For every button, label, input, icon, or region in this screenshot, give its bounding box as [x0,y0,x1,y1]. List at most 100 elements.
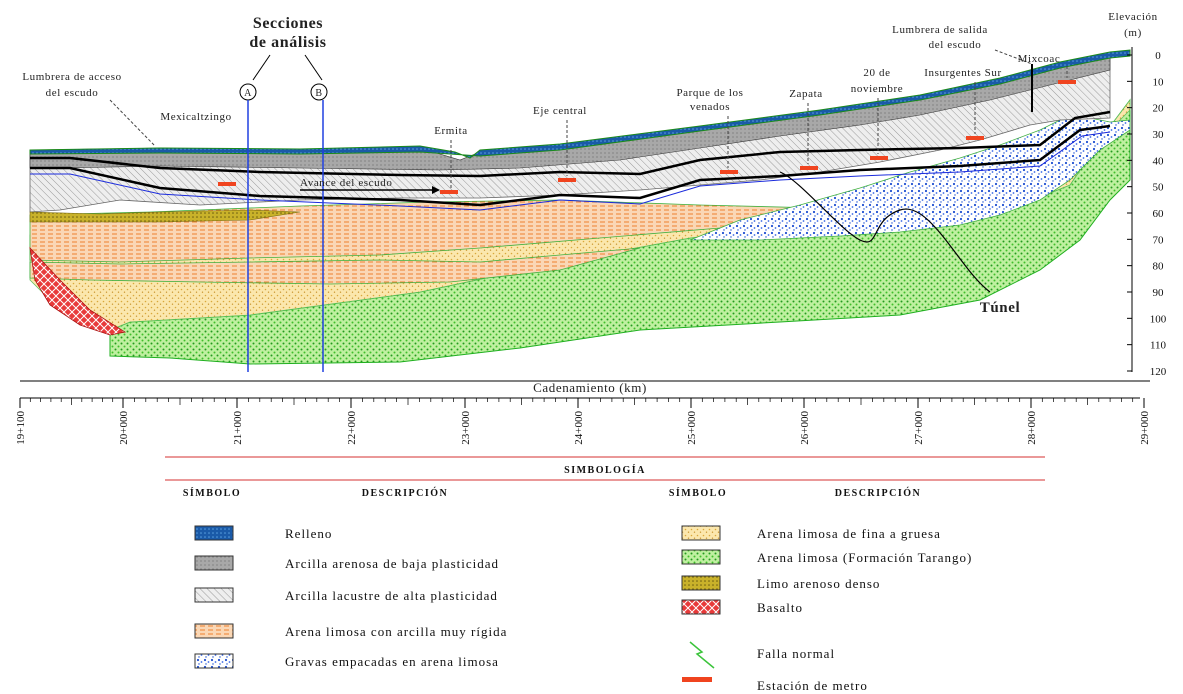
geologic-strata [20,49,1150,382]
station-mexicaltzingo [218,182,236,186]
elevation-tick-label: 20 [1153,103,1165,115]
legend-label-arcilla-lacustre: Arcilla lacustre de alta plasticidad [285,588,498,603]
station-eje-central [558,178,576,182]
label-ermita: Ermita [434,125,468,137]
label-lumbrera-acceso-1: Lumbrera de acceso [22,71,121,83]
station-insurgentes [966,136,984,140]
chainage-tick-label: 25+000 [686,411,698,445]
elevation-axis: Elevación (m) 01020304050607080901001101… [1108,11,1166,378]
elevation-tick-label: 90 [1153,287,1165,299]
label-20-noviembre-1: 20 de [863,67,890,79]
label-insurgentes: Insurgentes Sur [924,67,1002,79]
legend-label-tarango: Arena limosa (Formación Tarango) [757,550,972,565]
chainage-tick-label: 19+100 [15,411,27,445]
section-a-label: A [244,88,252,99]
tunnel-crown [30,110,1111,178]
legend-label-falla-normal: Falla normal [757,646,835,661]
chainage-tick-label: 22+000 [346,411,358,445]
stratum-gravel [689,117,1131,241]
elevation-tick-label: 120 [1150,366,1167,378]
label-tunel: Túnel [980,300,1021,316]
avance-arrowhead [432,186,440,194]
label-mixcoac: Mixcoac [1018,53,1061,65]
section-b-marker [310,83,328,101]
swatch-relleno [194,525,234,541]
chainage-tick-label: 29+000 [1139,411,1151,445]
stratum-basalt [29,246,127,336]
legend-title: SIMBOLOGÍA [564,464,646,476]
station-zapata [800,166,818,170]
chainage-title: Cadenamiento (km) [533,380,647,395]
chainage-tick-label: 28+000 [1026,411,1038,445]
label-parque-2: venados [690,101,730,113]
elevation-tick-label: 70 [1153,234,1165,246]
swatch-arena-arcilla-rigida [194,623,234,639]
swatch-arena-fina-gruesa [681,525,721,541]
chainage-tick-label: 23+000 [460,411,472,445]
metro-stations [218,80,1076,194]
legend-col-symbol-left: SÍMBOLO [183,487,241,499]
station-mixcoac [1058,80,1076,84]
elevation-tick-label: 60 [1153,208,1165,220]
chainage-tick-label: 24+000 [573,411,585,445]
label-avance: Avance del escudo [300,177,392,189]
label-lumbrera-salida-1: Lumbrera de salida [892,24,988,36]
station-ermita [440,190,458,194]
swatch-arcilla-lacustre [194,587,234,603]
tunnel-invert [30,124,1111,207]
chainage-tick-label: 21+000 [232,411,244,445]
label-eje-central: Eje central [533,105,587,117]
legend-label-limo-arenoso: Limo arenoso denso [757,576,880,591]
swatch-gravas [194,653,234,669]
legend-col-desc-left: DESCRIPCIÓN [362,487,449,499]
elevation-tick-label: 80 [1153,261,1165,273]
station-20-noviembre [870,156,888,160]
chainage-ticks: 19+100 20+000 21+000 22+000 23+000 24+000 25+0… [15,398,1151,445]
label-20-noviembre-2: noviembre [851,83,903,95]
elevation-tick-label: 30 [1153,129,1165,141]
chainage-tick-label: 27+000 [913,411,925,445]
legend-label-gravas: Gravas empacadas en arena limosa [285,654,499,669]
label-mexicaltzingo: Mexicaltzingo [160,111,231,123]
leader-tunel [779,171,991,293]
legend-label-arena-arcilla-rigida: Arena limosa con arcilla muy rígida [285,624,507,639]
legend-label-basalto: Basalto [757,600,803,615]
analysis-sections: Secciones de análisis A B [239,15,328,372]
section-b-arrow [304,54,323,81]
leader-lumbrera-acceso [109,99,156,147]
chainage-tick-label: 20+000 [118,411,130,445]
chainage-axis: Cadenamiento (km) 19+100 20+000 21+000 22+0… [15,380,1151,445]
label-zapata: Zapata [789,88,823,100]
swatch-tarango [681,549,721,565]
section-b-label: B [315,88,322,99]
leader-lumbrera-salida [994,49,1033,65]
legend-label-relleno: Relleno [285,526,332,541]
station-parque [720,170,738,174]
swatch-basalto [681,599,721,615]
swatch-estacion-metro [682,677,712,682]
profile-labels: Lumbrera de acceso del escudo Mexicaltzi… [22,24,1068,316]
elevation-tick-label: 10 [1153,76,1165,88]
stratum-fill [29,49,1131,159]
section-a-arrow [252,54,271,81]
sections-title-2: de análisis [249,34,326,51]
chainage-tick-label: 26+000 [799,411,811,445]
stratum-dense-silt [29,209,301,223]
stratum-rigid-sandy-clay-lower [29,247,641,285]
legend-col-desc-right: DESCRIPCIÓN [835,487,922,499]
label-lumbrera-salida-2: del escudo [929,39,982,51]
elevation-tick-label: 110 [1150,340,1167,352]
swatch-falla-normal [689,641,715,669]
elevation-title-1: Elevación [1108,11,1157,23]
legend-col-symbol-right: SÍMBOLO [669,487,727,499]
tunnel-guide-line [30,131,1111,211]
legend: SIMBOLOGÍA SÍMBOLO DESCRIPCIÓN SÍMBOLO D… [165,456,1045,693]
legend-label-arena-fina-gruesa: Arena limosa de fina a gruesa [757,526,941,541]
elevation-tick-label: 50 [1153,182,1165,194]
label-parque-1: Parque de los [676,87,743,99]
sections-title-1: Secciones [253,15,323,32]
elevation-tick-label: 100 [1150,313,1167,325]
elevation-tick-label: 0 [1155,50,1161,62]
